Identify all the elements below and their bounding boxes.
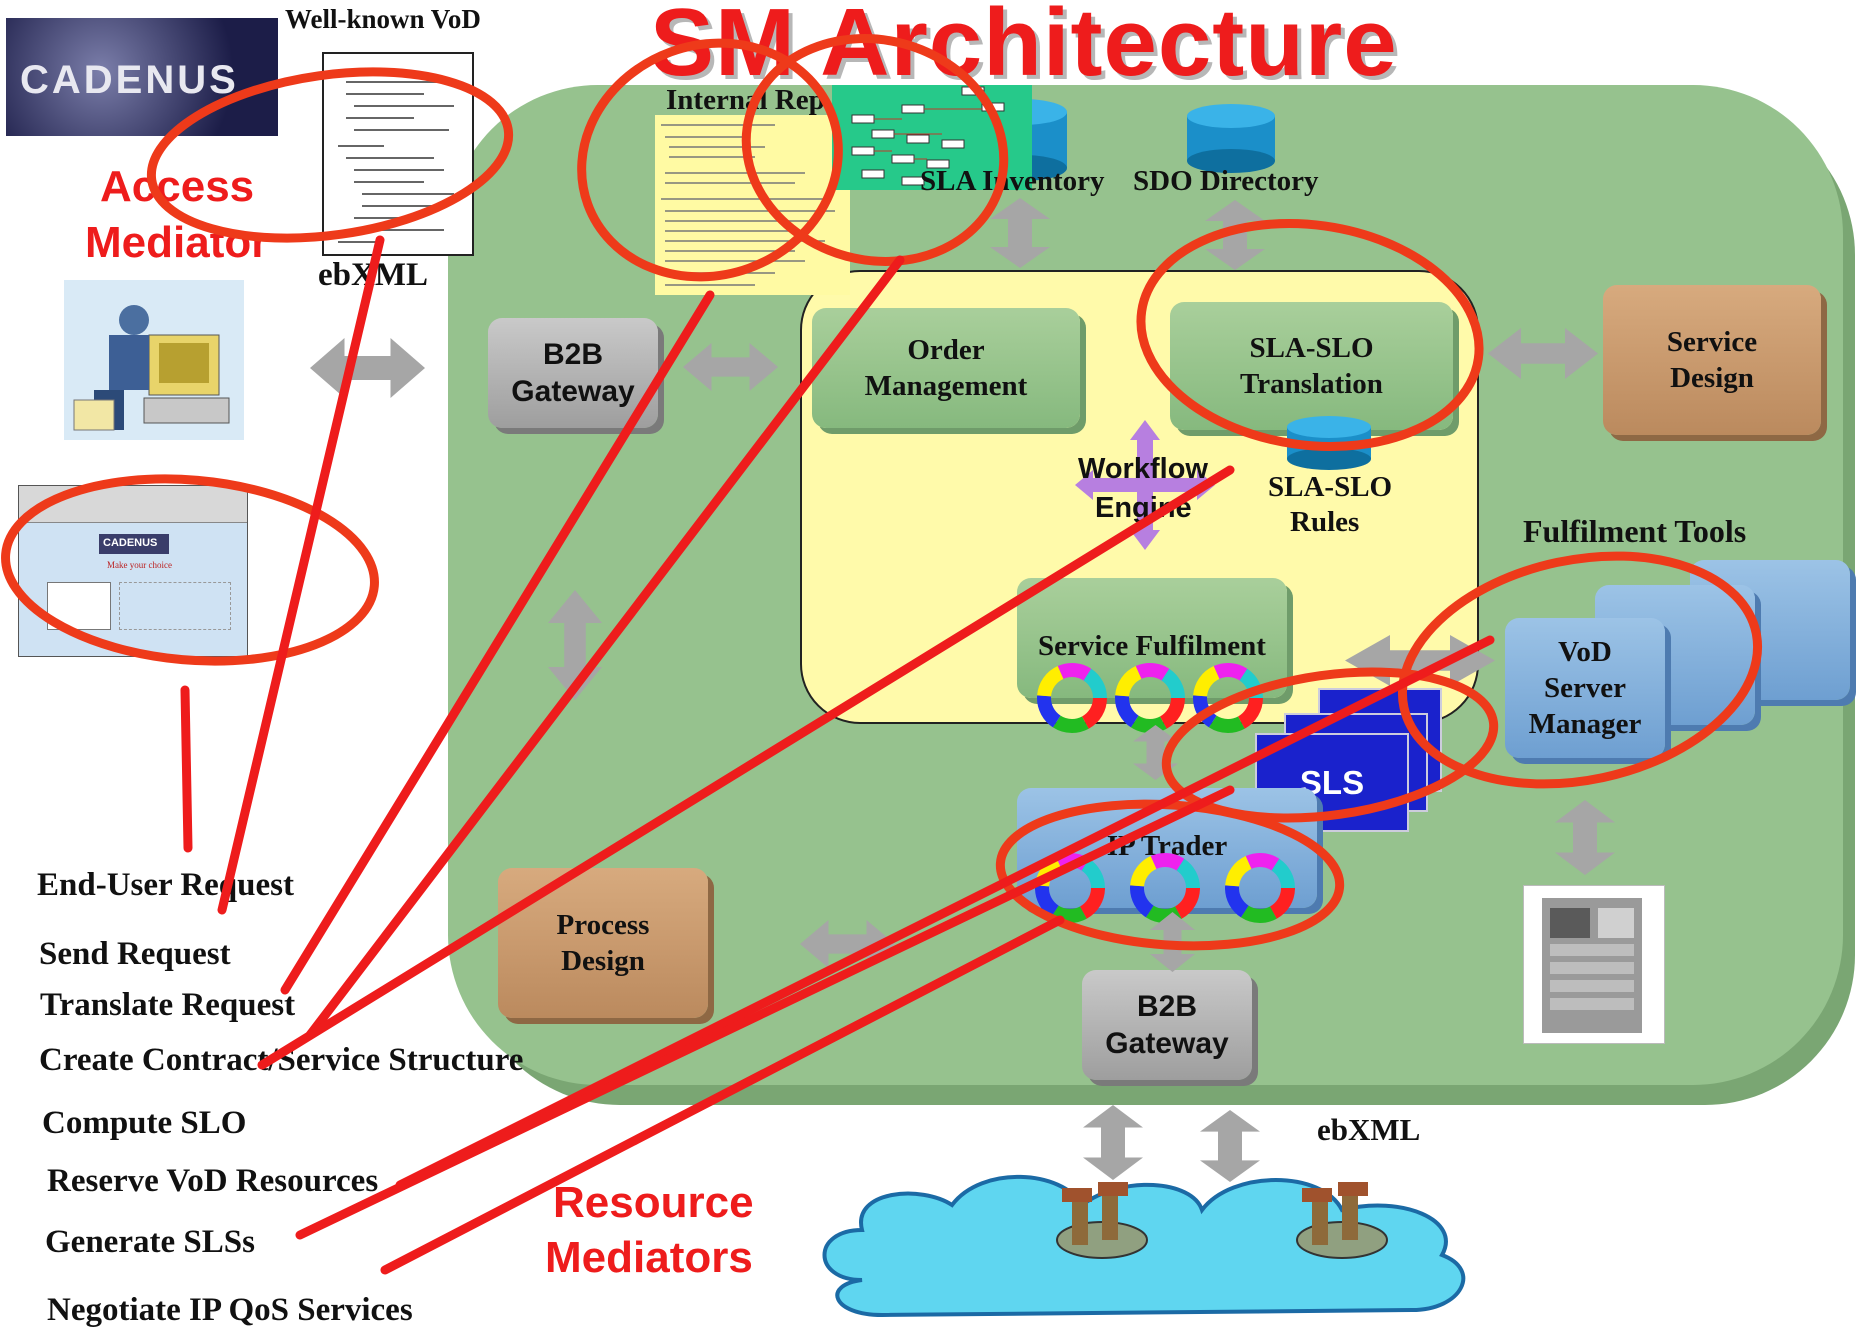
mediator-figure-2	[1296, 1182, 1388, 1259]
vod-line1: VoD	[1558, 635, 1612, 668]
workflow-engine-line1: Workflow	[1078, 453, 1208, 485]
fulfilment-tools-label: Fulfilment Tools	[1523, 513, 1747, 549]
network-cloud-icon	[822, 1174, 1466, 1318]
line-generate-sls	[295, 785, 1235, 1240]
fulfilment-workflow-rings	[1037, 663, 1263, 733]
highlight-sls-ellipse	[1161, 667, 1499, 823]
sla-slo-line2: Translation	[1240, 368, 1383, 400]
highlight-browser-ellipse	[1, 474, 379, 666]
internal-rep-label: Internal Rep	[666, 84, 825, 116]
process-design-line2: Design	[561, 945, 645, 977]
b2b-bottom-line2: Gateway	[1105, 1027, 1229, 1060]
highlight-internal-rep-ellipse	[577, 38, 843, 282]
order-mgmt-line2: Management	[864, 370, 1028, 402]
page-title: SM Architecture	[650, 0, 1398, 96]
step-compute-slo: Compute SLO	[42, 1105, 247, 1141]
step-negotiate-ip-qos: Negotiate IP QoS Services	[47, 1292, 413, 1328]
browser-list	[47, 582, 111, 630]
line-compute-slo	[257, 465, 1235, 1070]
line-negotiate-ip-qos	[380, 915, 1065, 1275]
line-create-contract	[305, 255, 905, 1040]
sla-slo-line1: SLA-SLO	[1249, 331, 1374, 364]
browser-fields	[119, 582, 231, 630]
sla-inventory-label: SLA Inventory	[920, 165, 1105, 197]
highlight-ip-trader-ellipse	[995, 799, 1345, 951]
step-send-request: Send Request	[39, 936, 231, 972]
browser-toolbar	[19, 486, 247, 523]
sdo-directory-database-icon	[1187, 104, 1275, 173]
user-at-computer-icon	[73, 305, 230, 431]
process-design-box: Process Design	[498, 868, 708, 1018]
b2b-left-line2: Gateway	[511, 375, 635, 408]
step-translate-request: Translate Request	[40, 987, 296, 1023]
cadenus-logo: CADENUS	[6, 18, 278, 136]
vod-line3: Manager	[1528, 708, 1642, 741]
service-fulfilment-label: Service Fulfilment	[1038, 630, 1266, 662]
ebxml-bottom-label: ebXML	[1317, 1112, 1421, 1147]
sla-slo-rules-line1: SLA-SLO	[1268, 471, 1393, 503]
line-reserve-vod	[395, 635, 1495, 1190]
browser-prompt: Make your choice	[107, 560, 172, 570]
sla-slo-translation-box: SLA-SLO Translation	[1170, 302, 1453, 430]
vod-server-manager-box: VoD Server Manager	[1505, 618, 1665, 758]
resource-mediators-line1: Resource	[553, 1178, 754, 1227]
well-known-vod-label: Well-known VoD	[285, 4, 481, 34]
line-end-user-request	[180, 685, 193, 853]
user-clipart	[64, 280, 244, 440]
highlight-vod-ellipse	[1397, 551, 1763, 789]
schema-boxes	[851, 86, 1005, 186]
server-tower-drawing	[1542, 898, 1642, 1033]
b2b-gateway-bottom: B2B Gateway	[1082, 970, 1252, 1080]
server-tower-icon	[1523, 885, 1665, 1044]
vod-line2: Server	[1543, 671, 1627, 704]
highlight-sla-inventory-ellipse	[741, 34, 1009, 266]
step-reserve-vod: Reserve VoD Resources	[47, 1163, 379, 1199]
line-send-request	[217, 235, 385, 915]
service-design-line1: Service	[1666, 325, 1758, 358]
workflow-engine-icon	[1075, 420, 1215, 550]
highlight-ebxml-ellipse	[146, 67, 514, 243]
step-generate-sls: Generate SLSs	[45, 1224, 255, 1260]
access-mediator-line2: Mediator	[85, 218, 269, 267]
line-translate-request	[280, 290, 715, 995]
access-mediator-line1: Access	[100, 162, 255, 211]
browser-brand-box	[99, 534, 169, 554]
sdo-directory-label: SDO Directory	[1133, 165, 1319, 197]
resource-mediators-line2: Mediators	[545, 1233, 753, 1282]
b2b-bottom-line1: B2B	[1136, 989, 1197, 1023]
browser-brand: CADENUS	[103, 537, 158, 549]
highlight-translation-ellipse	[1136, 219, 1484, 451]
mediator-figure-1	[1056, 1182, 1148, 1259]
service-design-box: Service Design	[1603, 285, 1821, 435]
step-end-user-request: End-User Request	[37, 867, 294, 903]
process-design-line1: Process	[556, 908, 650, 941]
sla-slo-rules-line2: Rules	[1290, 506, 1360, 538]
service-design-line2: Design	[1670, 362, 1754, 394]
logo-text: CADENUS	[20, 58, 239, 102]
b2b-gateway-left: B2B Gateway	[488, 318, 658, 428]
order-mgmt-line1: Order	[907, 333, 985, 366]
order-management-box: Order Management	[812, 308, 1080, 428]
ip-trader-workflow-rings	[1035, 853, 1295, 923]
b2b-left-line1: B2B	[542, 337, 603, 371]
